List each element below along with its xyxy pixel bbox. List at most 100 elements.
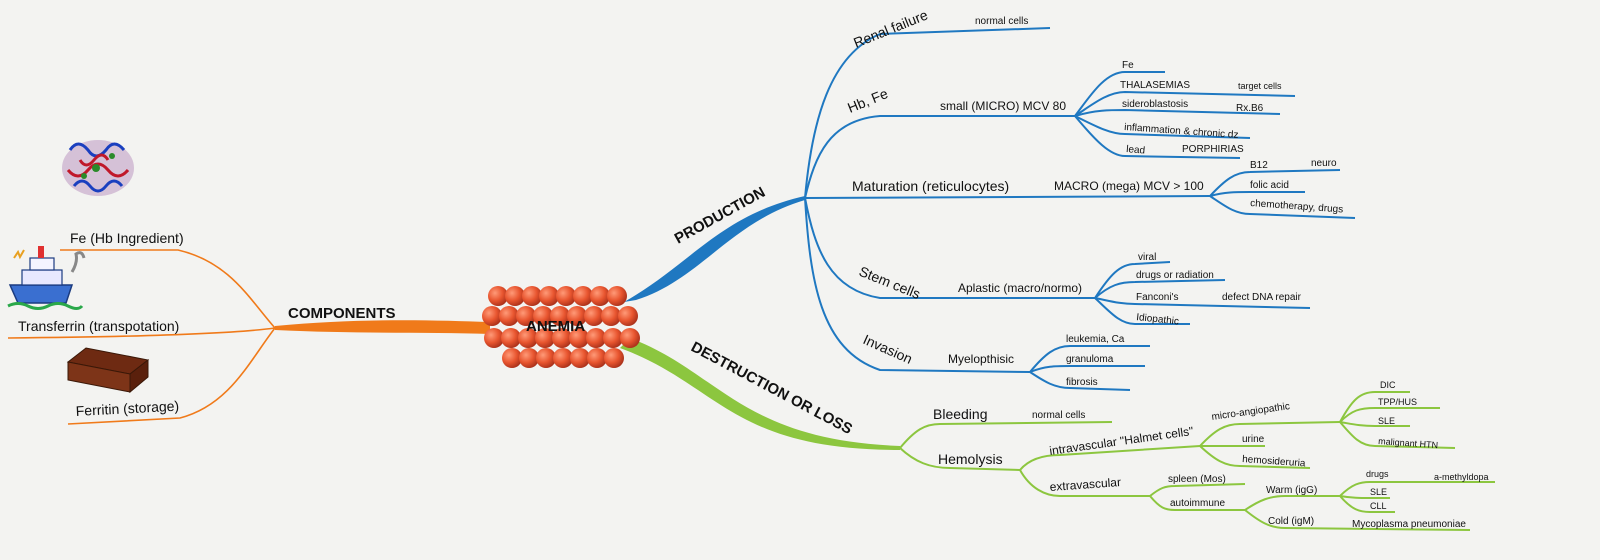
b12-label: B12 xyxy=(1250,160,1268,171)
hemosideruria-label: hemosideruria xyxy=(1242,454,1306,469)
red-cell xyxy=(533,306,553,326)
fanconi-label: Fanconi's xyxy=(1136,292,1179,303)
red-cell xyxy=(584,306,604,326)
red-cell xyxy=(536,348,556,368)
renal-failure-label: Renal failure xyxy=(851,6,930,50)
lead-label: lead xyxy=(1126,144,1146,157)
bleeding-normal-cells-label: normal cells xyxy=(1032,410,1085,421)
extravascular-label: extravascular xyxy=(1049,475,1121,494)
maturation-label: Maturation (reticulocytes) xyxy=(852,178,1009,194)
rx-b6-label: Rx.B6 xyxy=(1236,103,1264,114)
macro-mcv-label: MACRO (mega) MCV > 100 xyxy=(1054,179,1204,193)
dic-label: DIC xyxy=(1380,380,1396,390)
transferrin-branch-line xyxy=(7,327,276,339)
inflammation-label: inflammation & chronic dz xyxy=(1124,122,1239,141)
production-trunk xyxy=(624,196,805,302)
invasion-label: Invasion xyxy=(861,331,915,367)
destruction-trunk xyxy=(620,338,900,450)
warm-igg-label: Warm (igG) xyxy=(1266,485,1317,496)
components-trunk xyxy=(275,320,490,334)
red-cell xyxy=(482,306,502,326)
porphirias-label: PORPHIRIAS xyxy=(1182,144,1244,155)
red-cell xyxy=(535,328,555,348)
thalasemias-label: THALASEMIAS xyxy=(1120,80,1190,91)
red-cell xyxy=(586,328,606,348)
fe-branch-line xyxy=(60,249,276,329)
cold-igm-label: Cold (igM) xyxy=(1268,516,1314,527)
granuloma-label: granuloma xyxy=(1066,354,1114,365)
defect-dna-label: defect DNA repair xyxy=(1222,292,1302,303)
cll-label: CLL xyxy=(1370,501,1387,511)
red-cell xyxy=(484,328,504,348)
stem-cells-label: Stem cells xyxy=(857,263,923,302)
red-cell xyxy=(502,348,522,368)
mycoplasma-label: Mycoplasma pneumoniae xyxy=(1352,519,1466,530)
red-cell xyxy=(556,286,576,306)
anemia-center-label: ANEMIA xyxy=(526,318,585,335)
hemolysis-label: Hemolysis xyxy=(938,451,1003,467)
sideroblastosis-label: sideroblastosis xyxy=(1122,99,1188,110)
sle-label: SLE xyxy=(1378,416,1395,426)
red-cell xyxy=(518,328,538,348)
destruction-branch xyxy=(620,338,1495,531)
micro-mcv-label: small (MICRO) MCV 80 xyxy=(940,99,1066,113)
red-cell xyxy=(499,306,519,326)
anemia-cell-stack xyxy=(482,286,640,368)
components-branch xyxy=(7,249,490,425)
red-cell xyxy=(620,328,640,348)
red-cell xyxy=(552,328,572,348)
leukemia-label: leukemia, Ca xyxy=(1066,334,1125,345)
red-cell xyxy=(488,286,508,306)
aplastic-label: Aplastic (macro/normo) xyxy=(958,281,1082,295)
red-cell xyxy=(601,306,621,326)
red-cell xyxy=(519,348,539,368)
red-cell xyxy=(590,286,610,306)
ferritin-label: Ferritin (storage) xyxy=(75,398,179,419)
red-cell xyxy=(604,348,624,368)
ttp-hus-label: TPP/HUS xyxy=(1378,397,1417,407)
chemotherapy-label: chemotherapy, drugs xyxy=(1250,198,1344,215)
urine-label: urine xyxy=(1242,434,1265,445)
ship-icon xyxy=(7,246,86,310)
target-cells-label: target cells xyxy=(1238,81,1282,91)
red-cell xyxy=(522,286,542,306)
drugs-label: drugs xyxy=(1366,469,1389,479)
viral-label: viral xyxy=(1138,252,1156,263)
spleen-label: spleen (Mos) xyxy=(1168,474,1226,485)
fe-label: Fe xyxy=(1122,60,1134,71)
red-cell xyxy=(618,306,638,326)
intravascular-label: intravascular "Halmet cells" xyxy=(1048,424,1194,458)
micro-angiopathic-label: micro-angiopathic xyxy=(1211,401,1291,423)
red-cell xyxy=(516,306,536,326)
renal-normal-cells-label: normal cells xyxy=(975,16,1028,27)
methyldopa-label: a-methyldopa xyxy=(1434,472,1489,482)
red-cell xyxy=(553,348,573,368)
myelopthisic-label: Myelopthisic xyxy=(948,352,1014,366)
sle-warm-label: SLE xyxy=(1370,487,1387,497)
fibrosis-label: fibrosis xyxy=(1066,377,1098,388)
autoimmune-label: autoimmune xyxy=(1170,498,1225,509)
fe-hb-label: Fe (Hb Ingredient) xyxy=(70,230,184,246)
red-cell xyxy=(570,348,590,368)
neuro-label: neuro xyxy=(1311,158,1337,169)
components-title: COMPONENTS xyxy=(288,305,396,322)
red-cell xyxy=(567,306,587,326)
hemoglobin-icon xyxy=(62,140,134,196)
red-cell xyxy=(550,306,570,326)
malignant-htn-label: malignant HTN xyxy=(1378,436,1439,450)
bleeding-label: Bleeding xyxy=(933,406,988,422)
transferrin-label: Transferrin (transpotation) xyxy=(18,318,179,334)
red-cell xyxy=(501,328,521,348)
barn-icon xyxy=(66,347,150,394)
production-branch xyxy=(624,27,1356,391)
idiopathic-label: Idiopathic xyxy=(1136,312,1180,327)
red-cell xyxy=(603,328,623,348)
drugs-radiation-label: drugs or radiation xyxy=(1136,270,1214,281)
folic-acid-label: folic acid xyxy=(1250,180,1289,191)
hb-fe-label: Hb, Fe xyxy=(845,85,890,116)
red-cell xyxy=(573,286,593,306)
red-cell xyxy=(587,348,607,368)
ferritin-branch-line xyxy=(67,327,276,425)
